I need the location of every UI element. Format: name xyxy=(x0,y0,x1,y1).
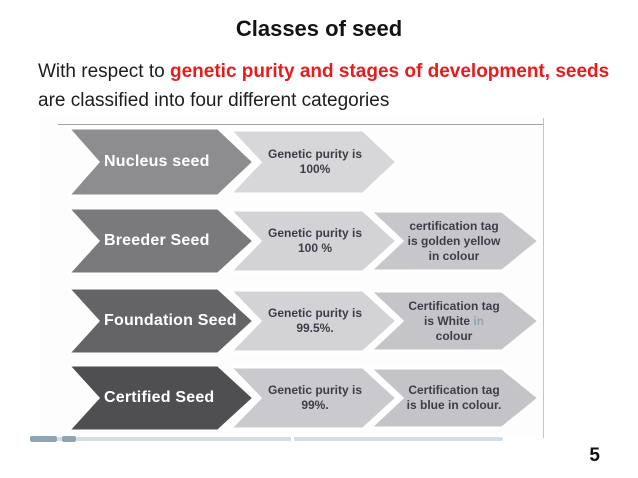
diagram-row-arrows xyxy=(65,128,400,196)
genetic-purity-arrow xyxy=(226,208,400,274)
seed-class-label: Foundation Seed xyxy=(104,312,237,329)
breeder-seed-arrow xyxy=(65,208,257,274)
intro-highlight: genetic purity and stages of development… xyxy=(170,61,610,82)
arrow-text-line: Genetic purity is xyxy=(267,147,363,161)
arrow-text-line: is blue in colour. xyxy=(406,398,502,412)
arrow-text-muted-segment: in xyxy=(473,313,484,328)
genetic-purity-arrow xyxy=(226,128,400,196)
genetic-purity-arrow xyxy=(226,365,400,431)
seed-class-label: Nucleus seed xyxy=(104,153,210,170)
arrow-text-line: Genetic purity is xyxy=(267,383,363,397)
page-number: 5 xyxy=(589,445,600,466)
arrow-text-line: Certification tag xyxy=(408,383,500,397)
intro-after: are classified into four different categ… xyxy=(38,90,390,111)
certification-tag-arrow xyxy=(366,289,542,353)
progress-watched-segment xyxy=(30,436,57,442)
arrow-text-line: 99%. xyxy=(301,398,329,412)
arrow-text-line: is White in xyxy=(388,314,520,329)
seed-class-label: Breeder Seed xyxy=(104,232,210,249)
certification-tag-arrow xyxy=(366,209,542,273)
arrow-text-line: Genetic purity is xyxy=(267,306,363,320)
foundation-seed-arrow xyxy=(65,288,257,354)
diagram-row-arrows xyxy=(65,365,542,431)
arrow-text-line: in colour xyxy=(428,248,480,263)
arrow-text-segment: is White xyxy=(423,313,474,328)
arrow-text-line: 99.5%. xyxy=(296,321,334,335)
arrow-text-line: 100% xyxy=(299,162,331,176)
diagram-top-border xyxy=(58,124,543,125)
intro-before: With respect to xyxy=(38,61,170,82)
diagram-row-arrows xyxy=(65,288,542,354)
arrow-text-line: Certification tag xyxy=(408,298,500,313)
progress-watched-segment xyxy=(62,436,76,442)
nucleus-seed-arrow xyxy=(65,128,257,196)
progress-track[interactable] xyxy=(30,437,503,441)
seed-class-label: Certified Seed xyxy=(104,389,215,406)
certification-tag-arrow xyxy=(366,366,542,430)
diagram-row-arrows xyxy=(65,208,542,274)
arrow-text-line: 100 % xyxy=(297,241,333,255)
certified-seed-arrow xyxy=(65,365,257,431)
arrow-text-line: Genetic purity is xyxy=(267,226,363,240)
slide-title: Classes of seed xyxy=(235,16,403,41)
intro-text: With respect to genetic purity and stage… xyxy=(38,57,618,115)
genetic-purity-arrow xyxy=(226,288,400,354)
arrow-text-line: colour xyxy=(435,328,473,343)
arrow-text-line: is golden yellow xyxy=(407,233,501,248)
progress-gap-marker xyxy=(291,437,294,441)
arrow-text-line: certification tag xyxy=(409,218,499,233)
